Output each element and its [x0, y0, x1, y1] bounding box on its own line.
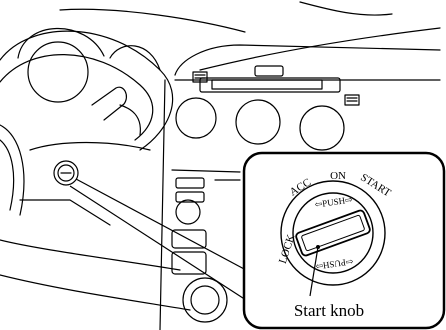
climate-knob-left: [176, 98, 216, 138]
climate-knob-right: [300, 106, 344, 150]
dial-label-on: ON: [330, 170, 346, 182]
steering-wheel: [0, 31, 173, 150]
callout-leader-lines: [70, 179, 246, 300]
climate-knob-middle: [236, 100, 280, 144]
start-knob-label: Start knob: [294, 301, 364, 320]
